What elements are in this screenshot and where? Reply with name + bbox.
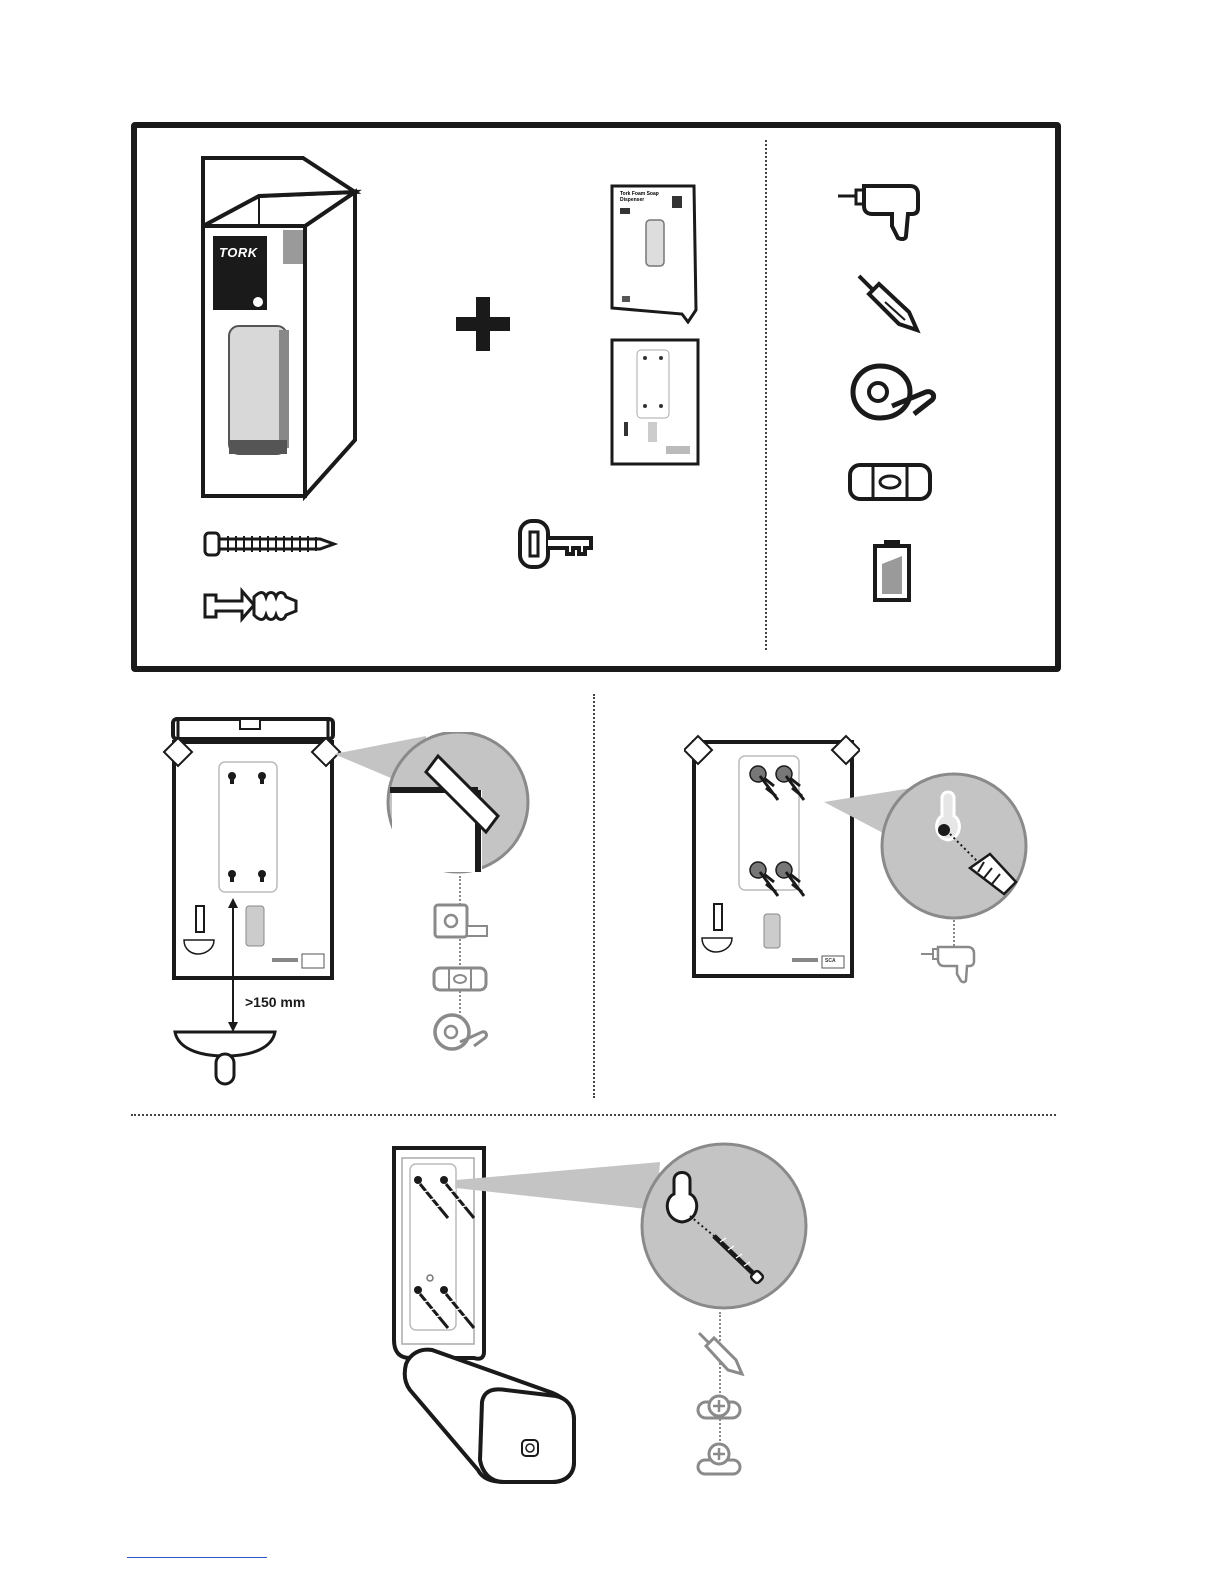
manual-title-line2: Dispenser (620, 197, 659, 203)
clearance-label: >150 mm (245, 994, 305, 1010)
step3-zoom-callout (452, 1140, 812, 1312)
template-logo: SCA (825, 958, 836, 964)
tape-measure-icon (432, 902, 490, 942)
clearance-arrow (226, 898, 240, 1032)
spirit-level-icon (847, 462, 933, 502)
bottom-divider (131, 1114, 1056, 1116)
screw-head-icon-2 (696, 1440, 742, 1476)
wall-plug-icon (202, 587, 300, 625)
screwdriver-icon-small (696, 1330, 746, 1378)
step1-template-on-wall (162, 738, 342, 984)
footer-rule (127, 1557, 267, 1558)
drill-icon-small (920, 944, 976, 984)
product-box (195, 150, 365, 502)
drill-icon (836, 182, 922, 242)
key-icon (517, 518, 595, 570)
panel-divider (765, 140, 767, 650)
screw-icon (202, 530, 338, 558)
tape-icon (850, 362, 938, 422)
step2-zoom-callout (820, 772, 1030, 922)
battery-icon (872, 538, 912, 602)
manual-booklet (608, 182, 700, 324)
manual-title: Tork Foam Soap Dispenser (620, 191, 659, 203)
box-brand-logo: TORK (219, 245, 258, 260)
plus-icon (456, 297, 510, 351)
screwdriver-icon (855, 272, 921, 334)
tape-icon-small (432, 1012, 488, 1052)
sink-icon (172, 1026, 278, 1088)
middle-divider (593, 694, 595, 1098)
step1-zoom-callout (330, 732, 530, 876)
spirit-level-icon-small (432, 966, 488, 992)
screw-head-icon-1 (696, 1392, 742, 1422)
mounting-template-sheet (610, 338, 700, 466)
